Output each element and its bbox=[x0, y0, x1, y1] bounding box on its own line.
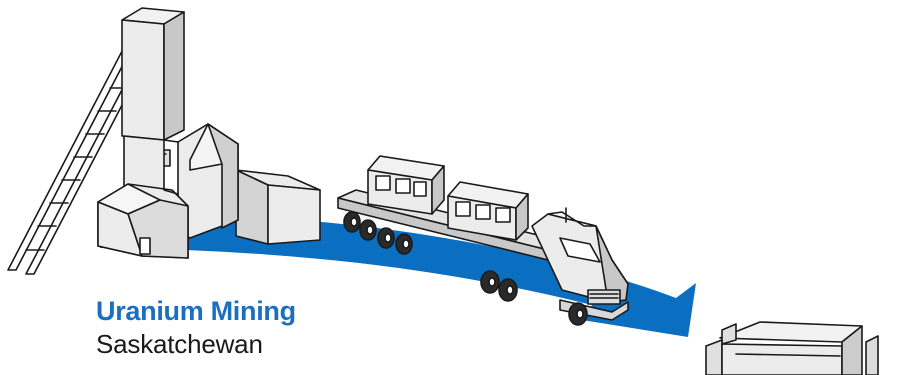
conveyor-building-icon bbox=[236, 170, 320, 244]
caption-subtitle: Saskatchewan bbox=[96, 329, 263, 360]
mine-headframe-icon bbox=[98, 8, 238, 258]
processing-facility-icon bbox=[706, 322, 878, 375]
caption-title: Uranium Mining bbox=[96, 296, 296, 327]
